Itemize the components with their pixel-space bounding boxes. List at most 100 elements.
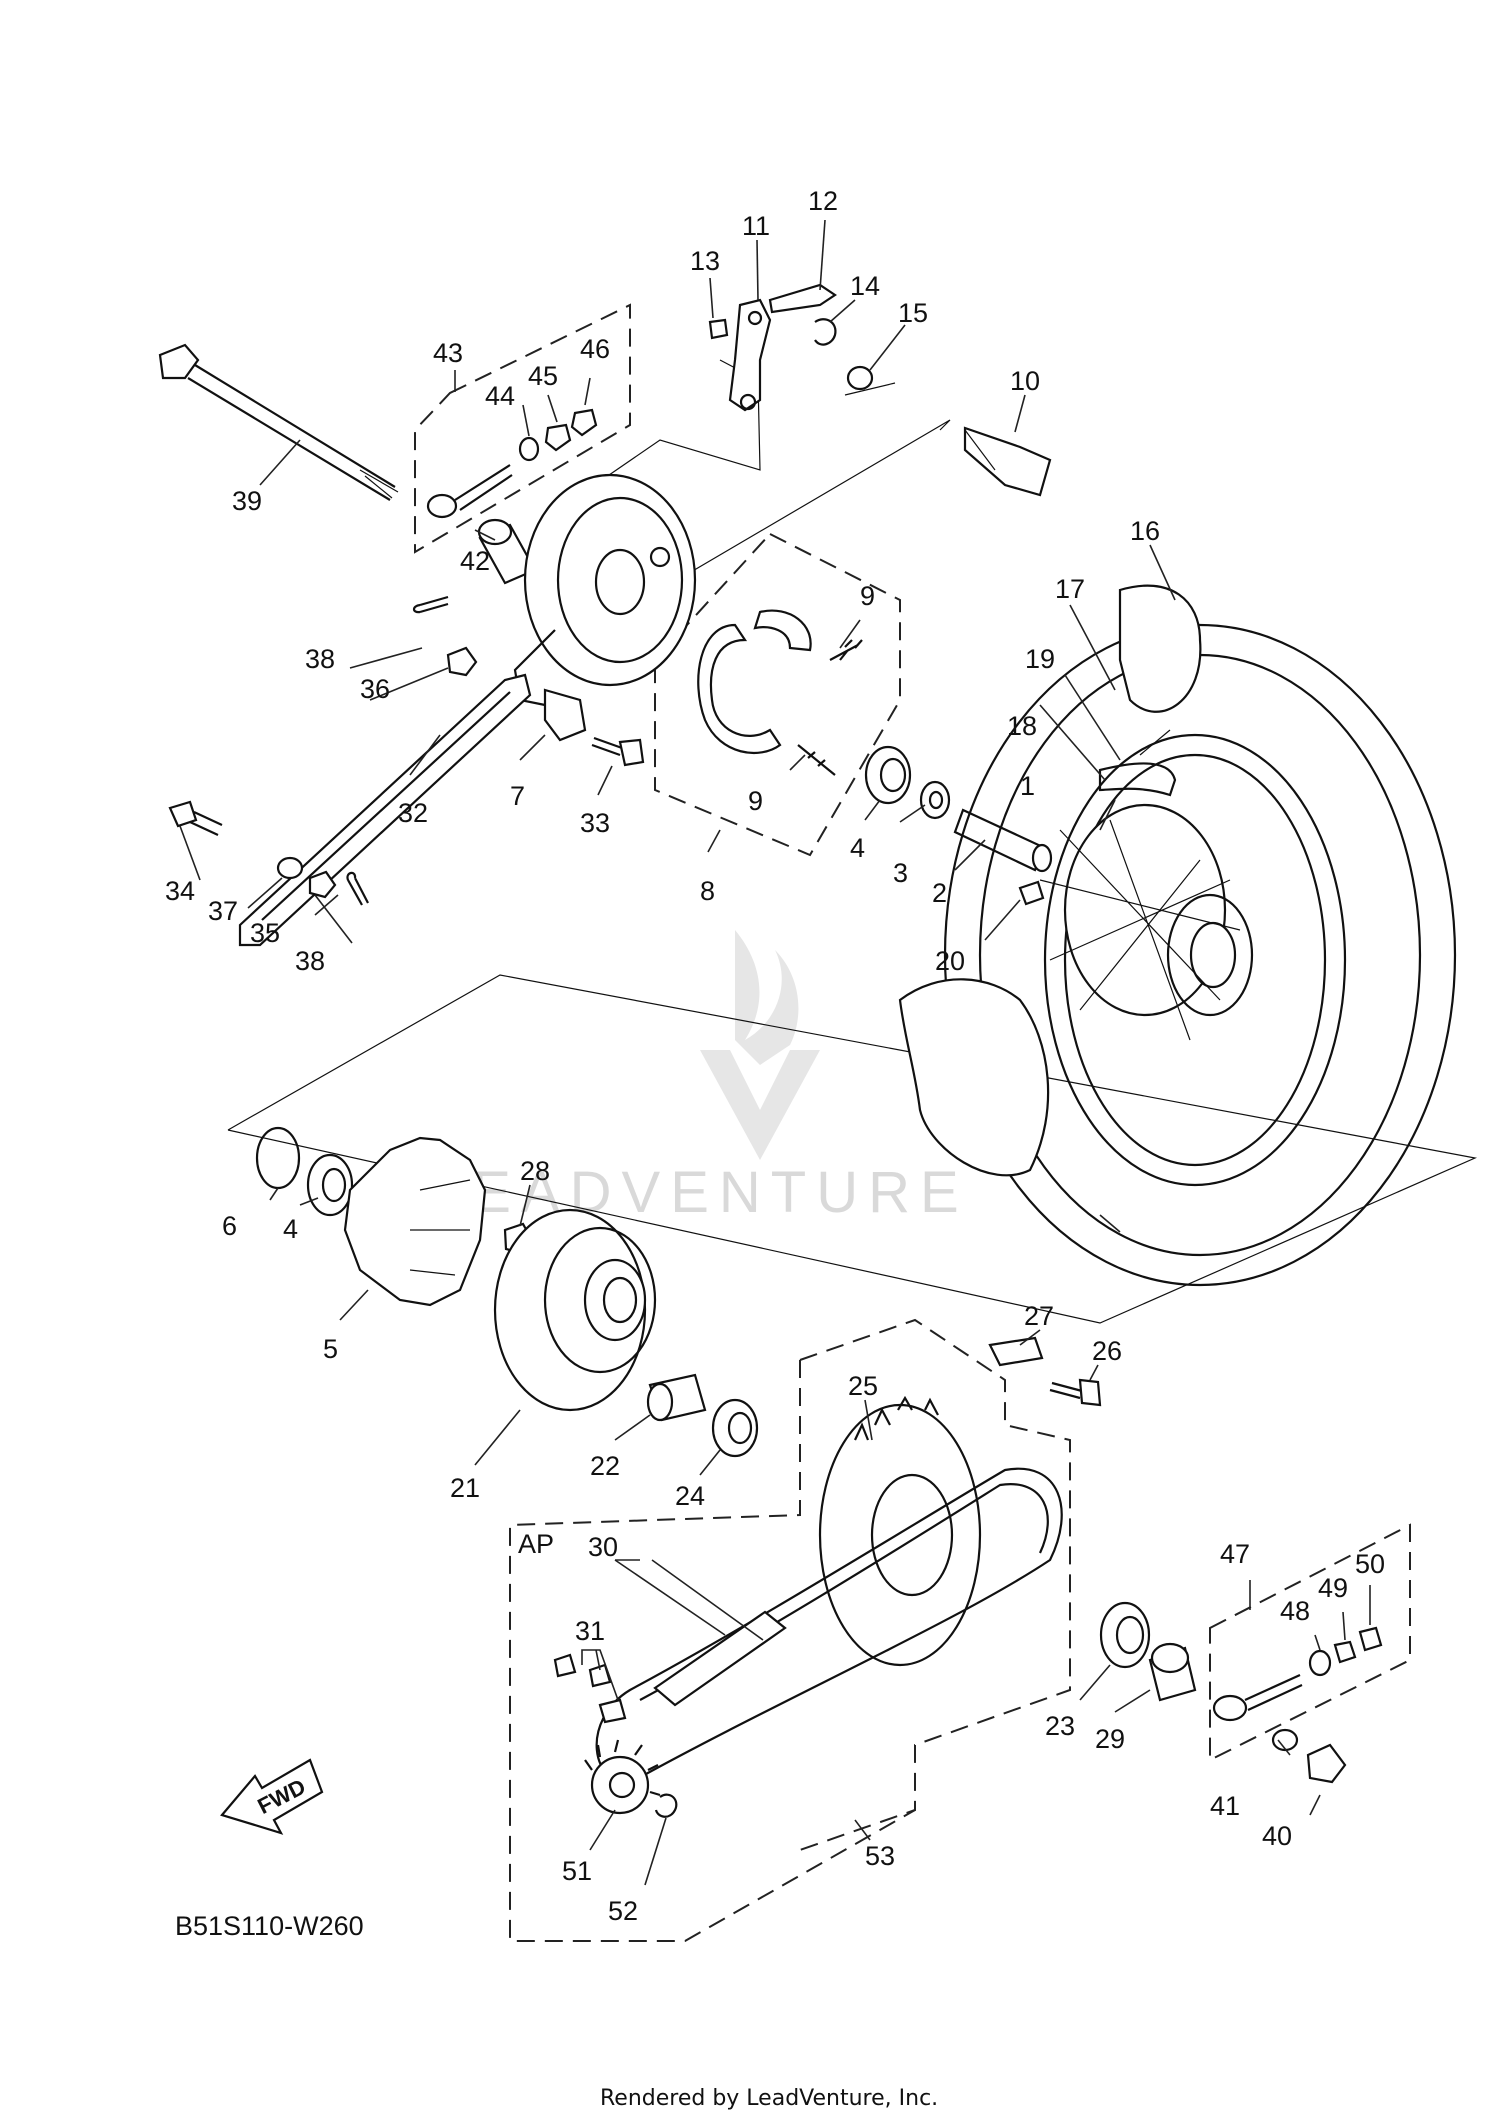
nut-40 (1306, 1743, 1347, 1784)
drive-sprocket-51 (584, 1739, 661, 1815)
part-label: 26 (1092, 1336, 1122, 1366)
wheel-assembly (898, 584, 1457, 1287)
part-label: 50 (1355, 1549, 1385, 1579)
part-label: 5 (323, 1334, 338, 1364)
diagram-code: B51S110-W260 (175, 1911, 364, 1941)
bearing-4-lower (306, 1153, 354, 1217)
part-label: 12 (808, 186, 838, 216)
watermark-text: LEADVENTURE (430, 1160, 969, 1225)
part-label: 29 (1095, 1724, 1125, 1754)
part-label: 41 (1210, 1791, 1240, 1821)
link-11 (708, 283, 874, 412)
part-label: 16 (1130, 516, 1160, 546)
part-label: 37 (208, 896, 238, 926)
part-label: 18 (1007, 711, 1037, 741)
sprocket-25 (818, 1395, 982, 1667)
part-label: 34 (165, 876, 195, 906)
part-label: 4 (850, 833, 865, 863)
part-label: 40 (1262, 1821, 1292, 1851)
part-label: 33 (580, 808, 610, 838)
nut-35 (308, 870, 337, 899)
part-label: 38 (305, 644, 335, 674)
ap-label: AP (518, 1529, 554, 1559)
collar-29 (1148, 1642, 1197, 1702)
part-label: 14 (850, 271, 880, 301)
part-label: 53 (865, 1841, 895, 1871)
part-label: 6 (222, 1211, 237, 1241)
part-label: 22 (590, 1451, 620, 1481)
bolt-34 (168, 800, 223, 836)
part-label: 11 (742, 211, 770, 241)
sprocket-hub-21 (493, 1208, 657, 1412)
washer-3 (919, 780, 951, 820)
leader-lines (179, 219, 1371, 1886)
part-label: 46 (580, 334, 610, 364)
part-label: 17 (1055, 574, 1085, 604)
bolt-kit-43 (426, 408, 598, 519)
part-label: 21 (450, 1473, 480, 1503)
part-label: 31 (575, 1616, 605, 1646)
circlip-52 (654, 1793, 678, 1818)
part-label: 43 (433, 338, 463, 368)
part-label: 20 (935, 946, 965, 976)
lock-washer-27 (988, 1336, 1044, 1367)
tension-bar-32 (238, 673, 532, 947)
brake-shoes-8 (697, 609, 863, 776)
part-label: 19 (1025, 644, 1055, 674)
part-label: 30 (588, 1532, 618, 1562)
bolt-kit-47 (1212, 1626, 1383, 1722)
part-label: 1 (1020, 771, 1035, 801)
part-label: 2 (932, 878, 947, 908)
part-label: 13 (690, 246, 720, 276)
footer-credit: Rendered by LeadVenture, Inc. (600, 2086, 938, 2111)
part-label: 38 (295, 946, 325, 976)
watermark: LEADVENTURE (430, 930, 969, 1225)
part-label: 28 (520, 1156, 550, 1186)
part-label: 45 (528, 361, 558, 391)
part-label: 44 (485, 381, 515, 411)
part-label: 9 (748, 786, 763, 816)
joint-clips-31 (553, 1653, 627, 1724)
part-label: 35 (250, 918, 280, 948)
brake-panel-7 (513, 473, 697, 742)
nut-36 (446, 646, 478, 677)
rim-band-18 (1098, 762, 1177, 797)
part-label: 8 (700, 876, 715, 906)
cotter-pin-38b (346, 871, 369, 906)
part-label: 39 (232, 486, 262, 516)
part-label: 36 (360, 674, 390, 704)
bolt-33 (591, 736, 645, 767)
part-label: 10 (1010, 366, 1040, 396)
nipple-20 (1018, 880, 1045, 906)
part-label: 4 (283, 1214, 298, 1244)
part-label: 48 (1280, 1596, 1310, 1626)
part-label: 23 (1045, 1711, 1075, 1741)
bearing-24 (711, 1398, 759, 1458)
bolt-26 (1049, 1378, 1102, 1407)
part-label: 49 (1318, 1573, 1348, 1603)
part-label: 52 (608, 1896, 638, 1926)
damper-5 (343, 1136, 487, 1307)
group-frames (227, 303, 1478, 1942)
washer-37 (276, 856, 304, 880)
cam-10 (963, 426, 1052, 497)
part-label: 51 (562, 1856, 592, 1886)
part-shapes (158, 283, 1457, 1818)
part-label: 42 (460, 546, 490, 576)
part-label: 9 (860, 581, 875, 611)
part-label: 15 (898, 298, 928, 328)
part-label: 24 (675, 1481, 705, 1511)
part-label: 27 (1024, 1301, 1054, 1331)
part-label: 25 (848, 1371, 878, 1401)
axle-shaft (158, 343, 399, 501)
washer-41 (1271, 1728, 1299, 1752)
fwd-arrow-icon: FWD (220, 1758, 324, 1835)
part-labels: 1 2 3 4 4 5 6 7 8 9 9 10 11 12 13 14 15 … (165, 186, 1385, 1926)
part-label: 32 (398, 798, 428, 828)
part-label: 3 (893, 858, 908, 888)
spacer-2 (953, 808, 1053, 873)
collar-22 (646, 1373, 707, 1422)
cotter-pin-38a (412, 595, 449, 614)
o-ring-6 (255, 1126, 301, 1190)
